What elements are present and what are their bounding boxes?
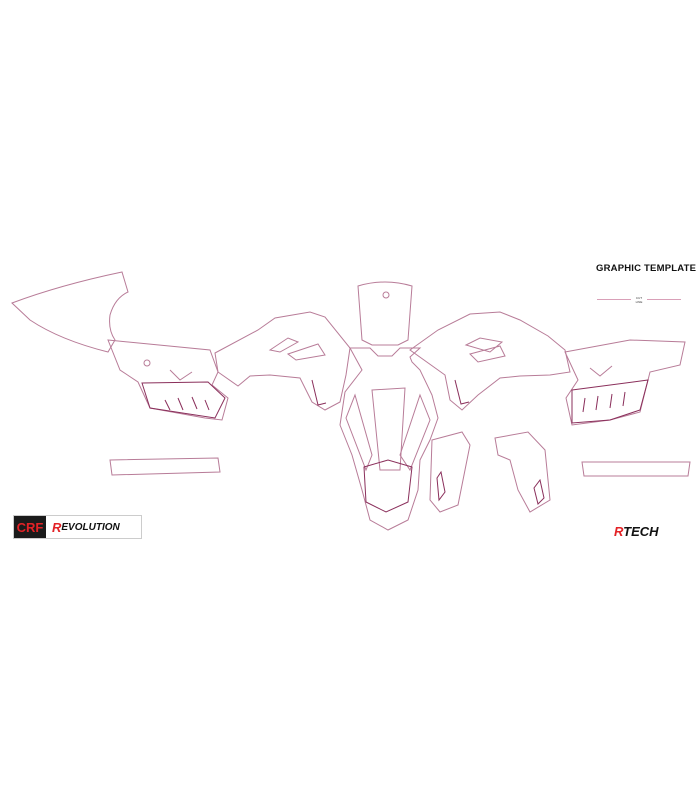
front-number-plate — [357, 281, 413, 346]
left-shroud-panel — [11, 271, 129, 353]
left-fork-guard — [429, 431, 471, 513]
page-title: GRAPHIC TEMPLATE — [596, 263, 697, 274]
revolution-text: EVOLUTION — [61, 521, 120, 533]
left-side-panel — [107, 339, 229, 421]
cut-line-sample — [597, 299, 631, 300]
right-swingarm-strip — [581, 461, 691, 477]
left-side-vent — [141, 381, 226, 419]
cut-line-legend: CUT LINE — [597, 296, 681, 304]
rtech-text: TECH — [623, 524, 659, 539]
cut-line-sample — [647, 299, 681, 300]
left-swingarm-strip — [109, 457, 221, 476]
rtech-logo: RTECH — [614, 524, 659, 539]
right-side-vent — [571, 379, 649, 424]
right-fork-guard — [494, 431, 551, 513]
right-radiator-shroud — [409, 311, 571, 411]
front-fender-centre — [339, 347, 439, 531]
right-side-panel — [564, 339, 686, 426]
revolution-initial: R — [52, 519, 62, 535]
rtech-initial: R — [614, 524, 624, 539]
left-radiator-shroud — [214, 311, 351, 411]
crf-badge: CRF — [14, 516, 46, 538]
cut-line-label: CUT LINE — [635, 296, 643, 304]
